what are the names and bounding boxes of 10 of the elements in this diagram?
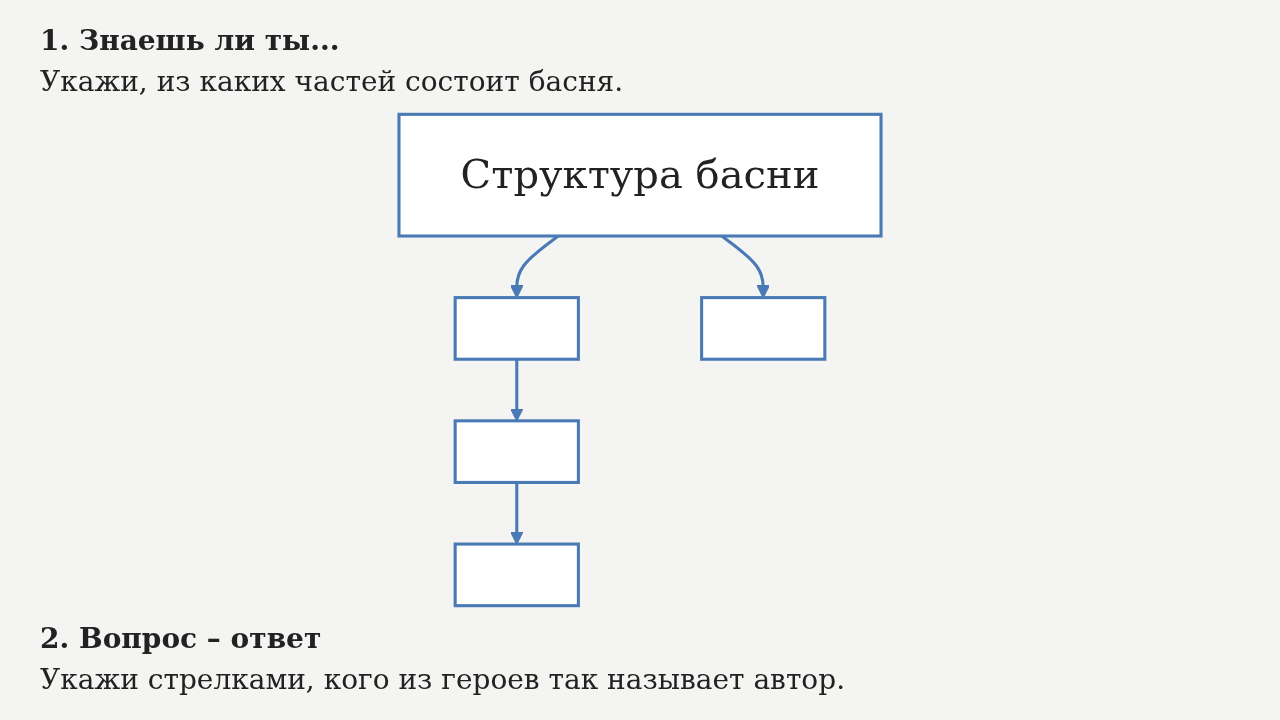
arrow: [510, 482, 524, 545]
answer-box: [453, 419, 580, 484]
exercise-heading: 1. Знаешь ли ты...: [40, 24, 341, 57]
instruction-text: Укажи, из каких частей состоит басня.: [40, 65, 625, 98]
answer-box: [453, 542, 580, 608]
instruction-text: Укажи стрелками, кого из героев так называет автор.: [40, 663, 847, 696]
exercise-heading: 2. Вопрос – ответ: [40, 622, 323, 655]
answer-box: [453, 296, 580, 361]
answer-box: [700, 296, 827, 361]
heading-box: Структура басни: [397, 112, 883, 238]
